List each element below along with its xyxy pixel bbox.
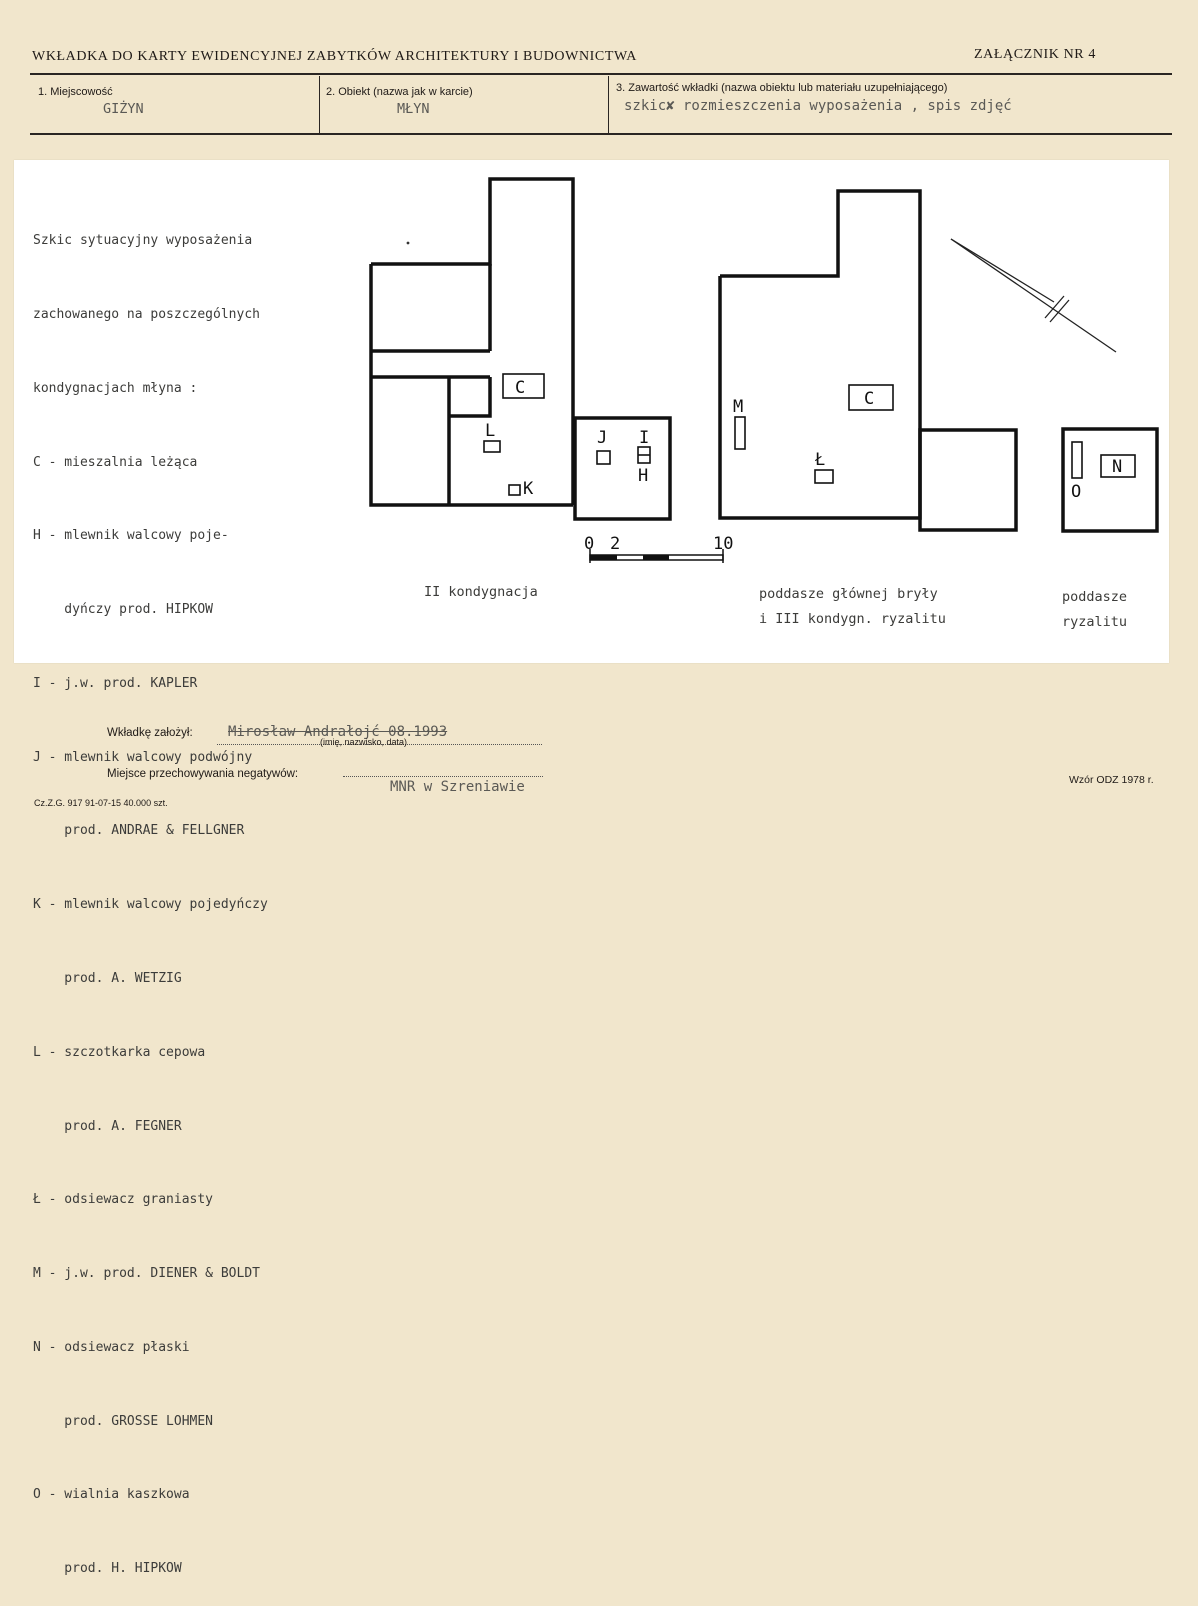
equipment-l-symbol bbox=[483, 440, 501, 453]
ink-dot bbox=[406, 241, 410, 245]
field-divider bbox=[319, 76, 320, 135]
storage-label: Miejsce przechowywania negatywów: bbox=[107, 768, 299, 780]
legend-line: O - wialnia kaszkowa bbox=[33, 1487, 190, 1503]
plan2-annex bbox=[918, 428, 1018, 532]
legend-line: zachowanego na poszczególnych bbox=[33, 306, 260, 322]
north-arrow bbox=[950, 238, 1117, 353]
legend-line: C - mieszalnia leżąca bbox=[33, 454, 198, 470]
legend-line: I - j.w. prod. KAPLER bbox=[33, 675, 198, 691]
print-code: Cz.Z.G. 917 91-07-15 40.000 szt. bbox=[34, 798, 168, 808]
author-hint: (imię, nazwisko, data) bbox=[320, 737, 408, 747]
object-value: MŁYN bbox=[397, 101, 430, 117]
plan1-annex bbox=[573, 416, 672, 521]
storage-dotted-line bbox=[343, 776, 543, 777]
place-label: 1. Miejscowość bbox=[38, 86, 113, 98]
fields-rule bbox=[30, 133, 1172, 135]
legend-line: Szkic sytuacyjny wyposażenia bbox=[33, 233, 253, 249]
annex-number: ZAŁĄCZNIK NR 4 bbox=[974, 47, 1096, 62]
caption-plan3-line2: ryzalitu bbox=[1062, 614, 1128, 630]
header-rule bbox=[30, 73, 1172, 75]
scale-label-zero: 0 bbox=[584, 534, 594, 554]
label-c: C bbox=[864, 389, 874, 409]
legend-line: K - mlewnik walcowy pojedyńczy bbox=[33, 897, 268, 913]
equipment-j-symbol bbox=[596, 450, 611, 465]
scale-bar: 0 2 10 bbox=[584, 534, 733, 563]
pasted-sketch-sheet bbox=[14, 160, 1169, 663]
legend-line: L - szczotkarka cepowa bbox=[33, 1044, 206, 1060]
place-value: GIŻYN bbox=[103, 101, 144, 117]
author-label: Wkładkę założył: bbox=[107, 727, 193, 739]
form-reference: Wzór ODZ 1978 r. bbox=[1069, 774, 1154, 786]
label-n: N bbox=[1112, 457, 1122, 477]
scale-label-ten: 10 bbox=[713, 534, 733, 554]
label-h: H bbox=[638, 466, 648, 486]
plan3-walls bbox=[1061, 427, 1159, 533]
legend-line: prod. ANDRAE & FELLGNER bbox=[33, 823, 245, 839]
label-l-stroke: Ł bbox=[814, 450, 825, 470]
label-m: M bbox=[733, 397, 743, 417]
equipment-o-symbol bbox=[1071, 441, 1083, 479]
label-k: K bbox=[523, 479, 534, 499]
form-title: WKŁADKA DO KARTY EWIDENCYJNEJ ZABYTKÓW A… bbox=[32, 49, 637, 64]
legend-line: prod. H. HIPKOW bbox=[33, 1561, 182, 1577]
label-j: J bbox=[597, 428, 607, 448]
legend-line: prod. A. WETZIG bbox=[33, 971, 182, 986]
legend-line: prod. GROSSE LOHMEN bbox=[33, 1413, 214, 1429]
label-c: C bbox=[515, 378, 525, 398]
equipment-k-symbol bbox=[508, 484, 521, 496]
plan1-tower-walls bbox=[371, 177, 575, 505]
legend-line: Ł - odsiewacz graniasty bbox=[33, 1192, 214, 1208]
legend-line: H - mlewnik walcowy poje- bbox=[33, 528, 229, 544]
field-divider bbox=[608, 76, 609, 135]
author-value: Mirosław Andrałojć 08.1993 bbox=[228, 724, 448, 740]
legend-line: J - mlewnik walcowy podwójny bbox=[33, 749, 253, 765]
plan2-main-walls bbox=[718, 189, 922, 520]
scale-label-two: 2 bbox=[610, 534, 620, 554]
floor-plans: C L K J I H M C Ł N O 0 2 10 bbox=[369, 177, 1159, 563]
label-o: O bbox=[1071, 482, 1081, 502]
content-value: szkic✘ rozmieszczenia wyposażenia , spis… bbox=[624, 98, 1012, 114]
plan1-small-room bbox=[449, 377, 492, 418]
equipment-n-symbol bbox=[1100, 454, 1136, 478]
legend-line: N - odsiewacz płaski bbox=[33, 1339, 190, 1355]
label-l: L bbox=[485, 421, 495, 441]
equipment-c-symbol bbox=[502, 373, 545, 399]
equipment-m-symbol bbox=[734, 416, 746, 450]
caption-plan3-line1: poddasze bbox=[1062, 589, 1128, 605]
author-dotted-line bbox=[217, 744, 542, 745]
caption-plan1: II kondygnacja bbox=[424, 584, 538, 600]
content-label: 3. Zawartość wkładki (nazwa obiektu lub … bbox=[616, 82, 948, 94]
caption-plan2-line1: poddasze głównej bryły bbox=[759, 586, 938, 602]
caption-plan2-line2: i III kondygn. ryzalitu bbox=[759, 611, 946, 627]
equipment-c-symbol bbox=[848, 384, 894, 411]
legend-line: M - j.w. prod. DIENER & BOLDT bbox=[33, 1266, 260, 1282]
label-i: I bbox=[639, 428, 649, 448]
plan1-outer-walls bbox=[369, 264, 573, 507]
legend-line: prod. A. FEGNER bbox=[33, 1118, 182, 1134]
storage-value: MNR w Szreniawie bbox=[390, 779, 525, 795]
equipment-l-stroke-symbol bbox=[814, 469, 834, 484]
legend-line: kondygnacjach młyna : bbox=[33, 380, 198, 396]
object-label: 2. Obiekt (nazwa jak w karcie) bbox=[326, 86, 473, 98]
legend-line: dyńczy prod. HIPKOW bbox=[33, 602, 214, 618]
